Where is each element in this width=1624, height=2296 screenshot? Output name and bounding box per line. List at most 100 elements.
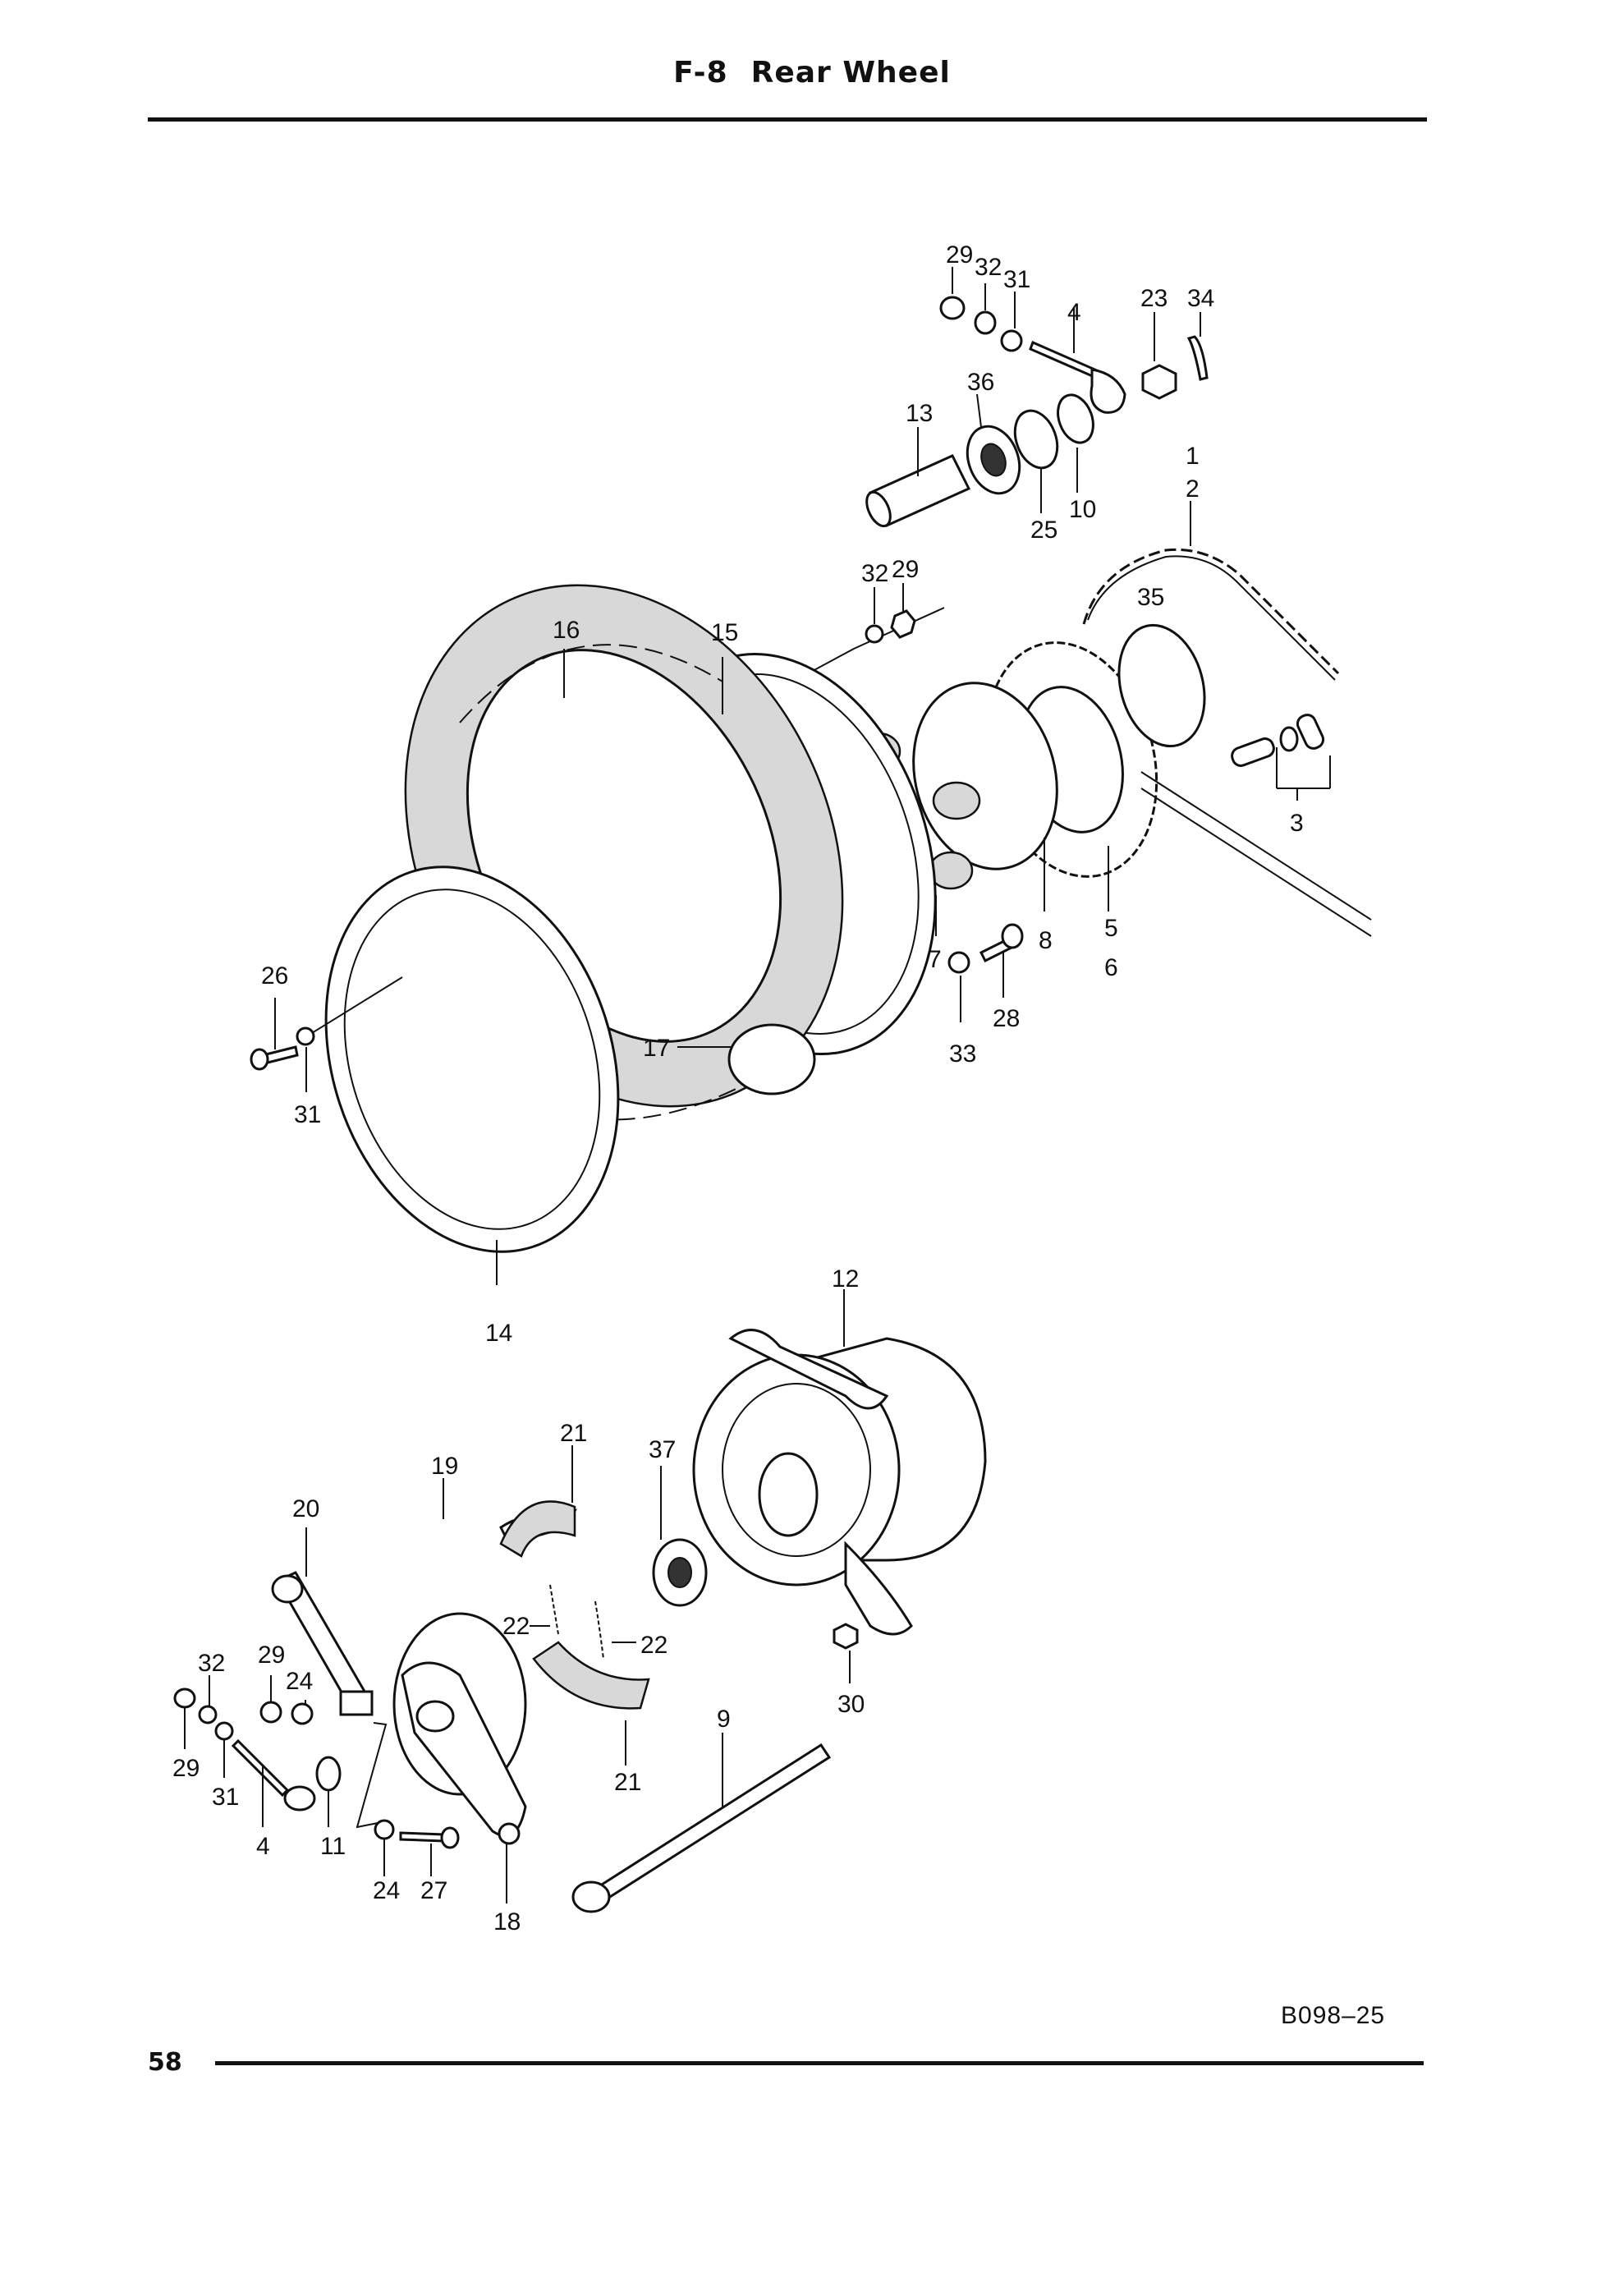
rear-hub-group (652, 1289, 987, 1683)
tire-tread-icon (459, 644, 723, 723)
callout-labels: 29 32 31 4 23 34 36 13 25 10 1 2 32 29 3… (172, 241, 1304, 1936)
callout-32: 32 (198, 1650, 225, 1677)
brake-shoe-upper-icon (499, 1500, 576, 1558)
sprocket-group (799, 583, 1372, 1022)
callout-21: 21 (614, 1769, 641, 1796)
washer-icon (198, 1705, 218, 1724)
brake-panel-boss-icon (415, 1700, 455, 1733)
callout-32: 32 (975, 254, 1002, 281)
master-link-plate-icon (1231, 737, 1275, 767)
washer-icon (947, 951, 970, 974)
callout-31: 31 (294, 1101, 321, 1128)
brake-arm-hole-icon (271, 1574, 304, 1604)
section-title: Rear Wheel (750, 56, 951, 90)
brake-rod-bolt-icon (231, 1738, 290, 1798)
wheel-group (250, 584, 937, 1285)
washer-icon (296, 1026, 315, 1046)
driven-flange-icon (912, 682, 1058, 870)
callout-30: 30 (837, 1691, 865, 1718)
nut-icon (890, 609, 916, 639)
callout-2: 2 (1186, 475, 1200, 503)
chain-adjuster-bolt-icon (1029, 340, 1100, 380)
brake-panel-stop-icon (498, 1822, 521, 1845)
brake-spring-icon (594, 1600, 604, 1660)
callout-4: 4 (256, 1833, 270, 1860)
callout-25: 25 (1030, 517, 1057, 544)
rim-half-front-icon (324, 866, 620, 1253)
callout-23: 23 (1140, 285, 1168, 312)
callout-31: 31 (1003, 266, 1030, 293)
cotter-pin-icon (1186, 335, 1209, 381)
bolt-head-icon (1001, 923, 1024, 949)
callout-8: 8 (1039, 927, 1053, 954)
callout-24: 24 (286, 1668, 313, 1695)
washer-icon (974, 310, 997, 335)
callout-31: 31 (212, 1784, 239, 1811)
callout-35: 35 (1137, 584, 1164, 611)
callout-34: 34 (1187, 285, 1214, 312)
rim-bolt-head-icon (250, 1048, 269, 1071)
callout-21: 21 (560, 1420, 587, 1447)
header-rule (148, 117, 1427, 122)
master-link-clip-icon (1296, 714, 1325, 750)
brake-panel-group (173, 1527, 527, 1903)
brake-arm-block-icon (339, 1690, 374, 1716)
callout-32: 32 (861, 560, 888, 587)
drive-chain-inner-icon (1087, 555, 1336, 681)
callout-28: 28 (993, 1005, 1020, 1032)
callout-13: 13 (906, 400, 933, 427)
callout-29: 29 (892, 556, 919, 583)
callout-22: 22 (640, 1632, 667, 1659)
axle-sleeve-icon (1057, 393, 1094, 444)
axle-nut-icon (1141, 364, 1177, 400)
master-link-pin-icon (1279, 726, 1299, 752)
callout-36: 36 (967, 369, 994, 396)
drawing-code: B098–25 (1281, 2002, 1386, 2029)
collar-end-icon (865, 490, 892, 528)
callout-19: 19 (431, 1453, 458, 1480)
callout-3: 3 (1290, 810, 1304, 837)
nut-icon (259, 1701, 282, 1724)
axle-group (571, 1733, 832, 1913)
page-title: F-8 Rear Wheel (0, 56, 1624, 90)
damper-rubber-icon (932, 781, 981, 820)
circlip-icon (1117, 623, 1206, 748)
callout-29: 29 (258, 1642, 285, 1669)
callout-20: 20 (292, 1495, 319, 1522)
footer-rule (215, 2061, 1424, 2065)
callout-1: 1 (1186, 443, 1200, 470)
brake-group (443, 1445, 650, 1766)
callout-16: 16 (553, 617, 580, 644)
hub-bearing-bore-icon (667, 1557, 692, 1588)
rim-inner-edge-icon (343, 889, 601, 1230)
callout-11: 11 (320, 1833, 346, 1860)
callout-22: 22 (502, 1613, 530, 1640)
washer-icon (214, 1721, 234, 1741)
callout-7: 7 (928, 946, 942, 973)
section-code: F-8 (673, 56, 728, 90)
callout-24: 24 (373, 1877, 400, 1904)
callout-15: 15 (711, 619, 738, 646)
callout-10: 10 (1069, 496, 1096, 523)
brake-shoe-lower-icon (532, 1641, 650, 1710)
callout-17: 17 (643, 1035, 670, 1062)
callout-4: 4 (1067, 299, 1081, 326)
callout-6: 6 (1104, 954, 1118, 981)
washer-icon (865, 624, 884, 644)
panel-bolt-head-icon (440, 1826, 460, 1849)
brake-cam-spacer-icon (315, 1756, 342, 1792)
tube-valve-icon (727, 1023, 816, 1095)
nut-icon (173, 1688, 196, 1709)
callout-27: 27 (420, 1877, 447, 1904)
nut-icon (833, 1623, 859, 1650)
panel-bolt-icon (399, 1831, 445, 1843)
callout-29: 29 (172, 1755, 200, 1782)
hub-drum-inner-icon (722, 1383, 871, 1557)
washer-icon (374, 1819, 395, 1840)
callout-12: 12 (832, 1265, 859, 1293)
callout-29: 29 (946, 241, 973, 269)
hub-spoke-flange-icon (844, 1541, 913, 1636)
callout-5: 5 (1104, 915, 1118, 942)
callout-33: 33 (949, 1040, 976, 1068)
